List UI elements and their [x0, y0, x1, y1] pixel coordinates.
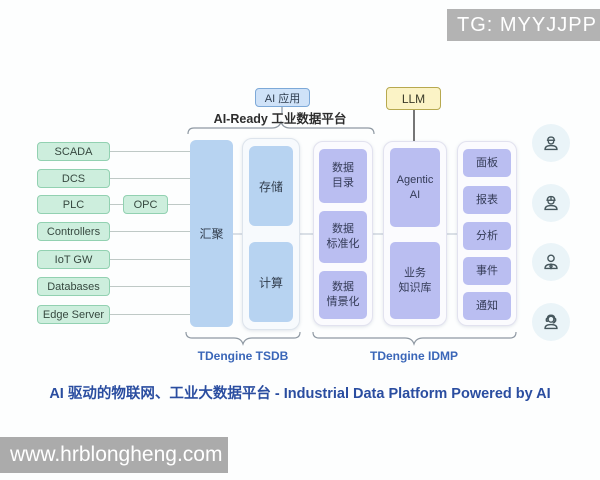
business-knowledge-base-box: 业务 知识库: [390, 242, 440, 319]
source-box-databases: Databases: [37, 277, 110, 296]
data-contextualization-box: 数据 情景化: [319, 271, 367, 319]
source-box-plc: PLC: [37, 195, 110, 214]
opc-box: OPC: [123, 195, 168, 214]
source-box-dcs: DCS: [37, 169, 110, 188]
data-catalog-box: 数据 目录: [319, 149, 367, 203]
diagram-title: AI 驱动的物联网、工业大数据平台 - Industrial Data Plat…: [49, 386, 551, 402]
data-standardization-box: 数据 标准化: [319, 211, 367, 263]
platform-top-brace: [187, 120, 375, 135]
watermark-overlay: www.hrblongheng.com: [0, 437, 228, 473]
idmp-section-label: TDengine IDMP: [369, 349, 458, 363]
report-box: 报表: [463, 186, 511, 214]
storage-box: 存储: [249, 146, 293, 226]
engineer-cap-icon: [544, 136, 558, 151]
tsdb-section-label: TDengine TSDB: [197, 349, 289, 363]
source-box-scada: SCADA: [37, 142, 110, 161]
notification-box: 通知: [463, 292, 511, 320]
agentic-ai-box: Agentic AI: [390, 148, 440, 227]
engineer-user-avatar: [532, 124, 570, 162]
ai-ready-platform-label: AI-Ready 工业数据平台: [213, 112, 347, 126]
source-connector-lines: [110, 151, 190, 315]
panel-box: 面板: [463, 149, 511, 177]
analysis-box: 分析: [463, 222, 511, 250]
manager-user-avatar: [532, 243, 570, 281]
manager-tie-icon: [544, 254, 558, 270]
support-headset-icon: [544, 314, 558, 330]
source-box-controllers: Controllers: [37, 222, 110, 241]
operator-user-avatar: [532, 184, 570, 222]
tg-badge-overlay: TG: MYYJJPP: [447, 9, 600, 41]
event-box: 事件: [463, 257, 511, 285]
aggregation-box: 汇聚: [190, 140, 233, 327]
compute-box: 计算: [249, 242, 293, 322]
idmp-bottom-brace: [312, 331, 517, 346]
support-user-avatar: [532, 303, 570, 341]
ai-application-box: AI 应用: [255, 88, 310, 107]
source-box-iot-gw: IoT GW: [37, 250, 110, 269]
tsdb-bottom-brace: [185, 331, 301, 346]
source-box-edge-server: Edge Server: [37, 305, 110, 324]
llm-box: LLM: [386, 87, 441, 110]
worker-helmet-icon: [544, 195, 558, 211]
